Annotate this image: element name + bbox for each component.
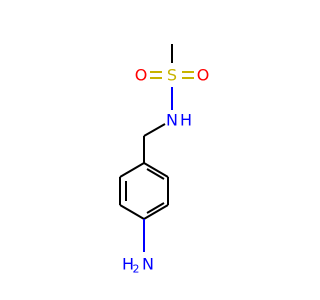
bond-nitrogen-methylene <box>143 123 166 137</box>
ring-bond-4 <box>143 204 169 220</box>
atom-nitrogen-amine: N <box>142 255 154 274</box>
atom-hydrogen-amine: H <box>122 255 134 274</box>
molecule-structure-canvas: S O O N H H 2 N <box>119 44 210 276</box>
atom-oxygen-right: O <box>197 66 210 85</box>
ring-bond-3 <box>119 204 145 220</box>
ring-double-bond-3 <box>146 168 165 180</box>
bonds <box>119 44 194 252</box>
ring-bond-1 <box>119 162 145 178</box>
atom-labels: S O O N H H 2 N <box>122 66 209 276</box>
atom-nitrogen-amide: N <box>166 111 178 130</box>
ring-bond-6 <box>143 162 169 178</box>
atom-sulfur: S <box>167 66 177 85</box>
atom-hydrogen-amide: H <box>180 111 192 130</box>
atom-oxygen-left: O <box>135 66 148 85</box>
ring-double-bond-2 <box>146 202 165 214</box>
atom-hydrogen-count: 2 <box>133 263 140 276</box>
